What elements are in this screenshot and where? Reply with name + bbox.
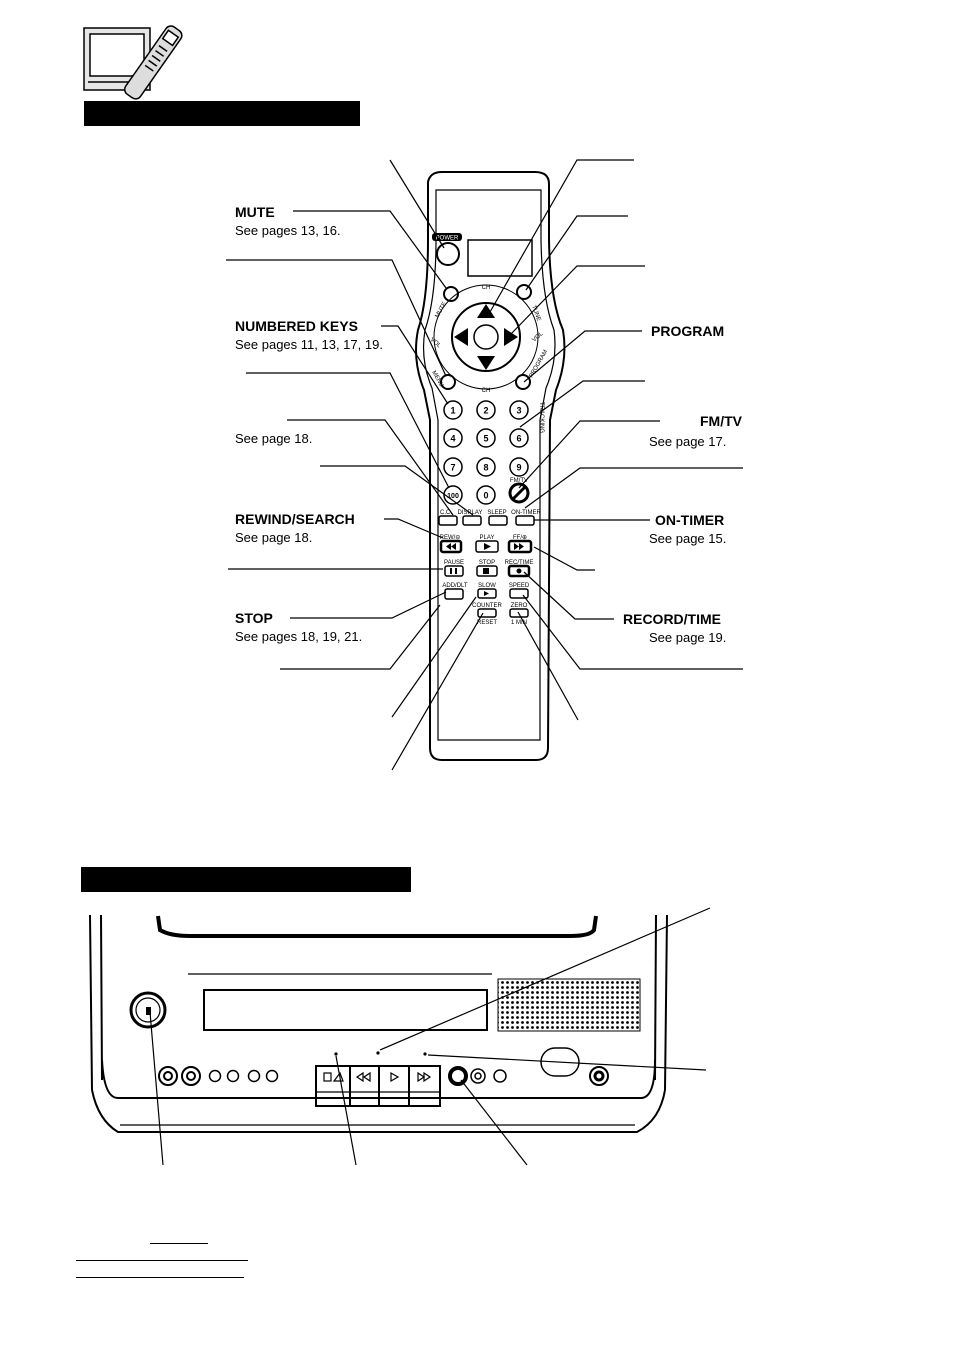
ff-key-label: FF/⊕	[513, 535, 527, 541]
digit-2: 2	[483, 406, 488, 416]
fm-tv-callout-title: FM/TV	[700, 413, 742, 429]
ch-top-label: CH	[482, 285, 491, 291]
see-page-18-callout-ref: See page 18.	[235, 431, 313, 446]
record-time-callout-title: RECORD/TIME	[623, 611, 721, 627]
rewind-search-callout-title: REWIND/SEARCH	[235, 511, 355, 527]
front-panel-section-heading-bar	[81, 867, 411, 892]
numbered-keys-callout-title: NUMBERED KEYS	[235, 318, 358, 334]
stop-callout-ref: See pages 18, 19, 21.	[235, 629, 363, 644]
program-callout-title: PROGRAM	[651, 323, 725, 339]
tune-key-label: TUNE	[530, 305, 541, 322]
digit-100: 100	[447, 493, 459, 500]
digit-6: 6	[516, 434, 521, 444]
rewind-search-callout-ref: See page 18.	[235, 530, 313, 545]
speed-key-label: SPEED	[509, 583, 530, 589]
digit-4: 4	[450, 434, 455, 444]
fm-tv-key-label: FM/TV	[510, 478, 528, 484]
stop-callout-title: STOP	[235, 610, 273, 626]
sleep-key-label: SLEEP	[487, 510, 506, 516]
on-timer-callout-ref: See page 15.	[649, 531, 727, 546]
add-dlt-key-label: ADD/DLT	[442, 583, 468, 589]
pause-key-label: PAUSE	[444, 560, 464, 566]
stop-key-label: STOP	[479, 560, 495, 566]
rew-key-label: REW/⊖	[440, 535, 461, 541]
digit-8: 8	[483, 463, 488, 473]
rule-short	[150, 1243, 208, 1244]
digit-5: 5	[483, 434, 488, 444]
cc-key-label: C.C.	[440, 510, 452, 516]
digit-0: 0	[483, 491, 488, 501]
mute-callout-title: MUTE	[235, 204, 275, 220]
on-timer-key-label: ON-TIMER	[511, 510, 541, 516]
digit-7: 7	[450, 463, 455, 473]
play-key-label: PLAY	[480, 535, 495, 541]
mute-callout-ref: See pages 13, 16.	[235, 223, 341, 238]
reset-key-label: RESET	[477, 620, 497, 626]
digit-9: 9	[516, 463, 521, 473]
one-min-key-label: 1 MIN	[511, 620, 527, 626]
on-timer-callout-title: ON-TIMER	[655, 512, 725, 528]
record-time-callout-ref: See page 19.	[649, 630, 727, 645]
rule-medium-2	[76, 1277, 244, 1278]
rec-time-key-label: REC/TIME	[505, 560, 534, 566]
remote-section-heading-bar	[84, 101, 360, 126]
counter-key-label: COUNTER	[472, 603, 502, 609]
power-key-label: POWER	[436, 236, 459, 242]
rule-medium	[76, 1260, 248, 1261]
zero-key-label: ZERO	[511, 603, 528, 609]
fm-tv-callout-ref: See page 17.	[649, 434, 727, 449]
tracking-key-label: TRACKING	[538, 402, 544, 433]
ch-bottom-label: CH	[482, 388, 491, 394]
digit-3: 3	[516, 406, 521, 416]
slow-key-label: SLOW	[478, 583, 496, 589]
numbered-keys-callout-ref: See pages 11, 13, 17, 19.	[235, 337, 383, 352]
digit-1: 1	[450, 406, 455, 416]
